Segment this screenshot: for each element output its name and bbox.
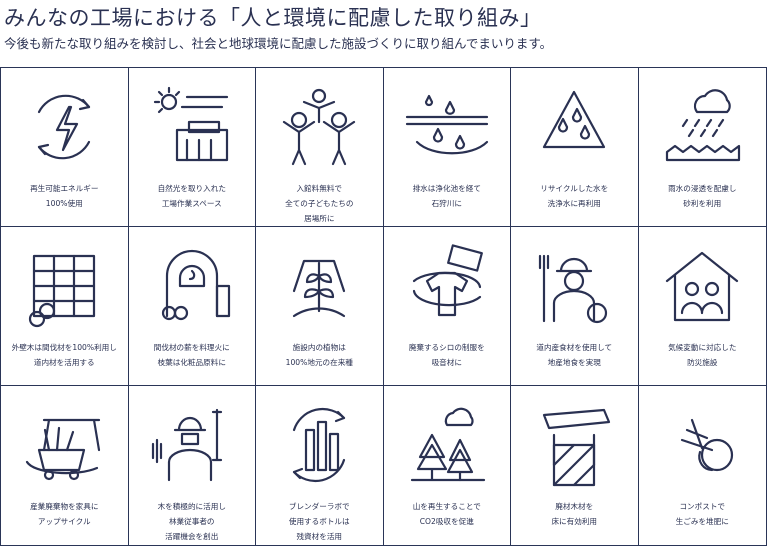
initiative-card: 外壁木は間伐材を100%利用し 道内材を活用する: [1, 227, 129, 386]
initiative-caption: 間伐材の薪を料理火に 枝葉は化粧品原料に: [153, 343, 230, 367]
initiative-caption: 自然光を取り入れた 工場作業スペース: [157, 184, 226, 208]
renewable-energy-icon: [38, 94, 91, 160]
disaster-shelter-icon: [666, 251, 739, 322]
initiative-caption: 産業廃棄物を家具に アップサイクル: [30, 502, 99, 526]
initiative-card: 雨水の浸透を配慮し 砂利を利用: [638, 68, 766, 227]
initiative-card: 廃材木材を 床に有効利用: [511, 386, 639, 545]
page-subtitle: 今後も新たな取り組みを検討し、社会と地球環境に配慮した施設づくりに取り組んでまい…: [4, 36, 553, 51]
firewood-oven-icon: [161, 249, 230, 321]
water-purification-icon: [405, 94, 488, 155]
initiative-caption: 再生可能エネルギー 100%使用: [30, 184, 99, 208]
initiative-card: 排水は浄化池を経て 石狩川に: [383, 68, 511, 227]
initiative-card: 入館料無料で 全ての子どもたちの 居場所に: [256, 68, 384, 227]
initiative-card: 施設内の植物は 100%地元の在来種: [256, 227, 384, 386]
initiative-caption: 外壁木は間伐材を100%利用し 道内材を活用する: [11, 343, 117, 367]
native-plant-icon: [293, 259, 346, 318]
initiative-caption: 雨水の浸透を配慮し 砂利を利用: [668, 184, 737, 208]
initiative-card: 気候変動に対応した 防災施設: [638, 227, 766, 386]
initiative-caption: リサイクルした水を 洗浄水に再利用: [540, 184, 609, 208]
initiative-card: 木を積極的に活用し 林業従事者の 活躍機会を創出: [129, 386, 256, 545]
sunlight-icon: [153, 86, 228, 162]
initiative-card: 道内産食材を使用して 地産地食を実現: [511, 227, 639, 386]
page-title: みんなの工場における「人と環境に配慮した取り組み」: [4, 6, 542, 30]
recycle-water-icon: [543, 90, 606, 149]
initiative-caption: 気候変動に対応した 防災施設: [668, 343, 737, 367]
initiative-card: 再生可能エネルギー 100%使用: [1, 68, 129, 227]
waste-wood-floor-icon: [543, 408, 611, 487]
initiative-card: 産業廃棄物を家具に アップサイクル: [1, 386, 129, 545]
timber-wall-icon: [29, 254, 96, 328]
local-farmer-icon: [539, 254, 608, 324]
initiative-card: 山を再生することで CO2吸収を促進: [384, 386, 511, 545]
initiative-card: 間伐材の薪を料理火に 枝葉は化粧品原料に: [128, 227, 256, 386]
initiative-caption: 木を積極的に活用し 林業従事者の 活躍機会を創出: [157, 502, 226, 541]
rain-gravel-icon: [666, 89, 741, 162]
initiative-caption: 山を再生することで CO2吸収を促進: [412, 502, 481, 526]
upcycle-furniture-icon: [26, 418, 101, 481]
uniform-recycle-icon: [412, 244, 483, 317]
initiative-card: 廃棄するシロの制服を 吸音材に: [383, 227, 511, 386]
initiative-card: リサイクルした水を 洗浄水に再利用: [511, 68, 639, 227]
initiative-caption: 施設内の植物は 100%地元の在来種: [285, 343, 353, 367]
initiative-caption: 道内産食材を使用して 地産地食を実現: [536, 343, 613, 367]
forest-co2-icon: [410, 407, 485, 482]
initiative-card: コンポストで 生ごみを堆肥に: [639, 386, 767, 545]
initiative-caption: 入館料無料で 全ての子どもたちの 居場所に: [285, 184, 354, 223]
initiatives-grid: 再生可能エネルギー 100%使用 自然光を取り入れた 工場作業スペース 入館料無料で…: [0, 67, 767, 546]
compost-icon: [681, 418, 734, 472]
forestry-worker-icon: [151, 408, 222, 482]
initiative-card: ブレンダーラボで 使用するボトルは 残資材を活用: [256, 386, 384, 545]
initiative-caption: 廃棄するシロの制服を 吸音材に: [408, 343, 485, 367]
initiative-caption: ブレンダーラボで 使用するボトルは 残資材を活用: [288, 502, 350, 541]
initiative-caption: コンポストで 生ごみを堆肥に: [675, 502, 729, 526]
initiative-caption: 廃材木材を 床に有効利用: [551, 502, 598, 526]
initiative-caption: 排水は浄化池を経て 石狩川に: [412, 184, 481, 208]
bottle-reuse-icon: [293, 407, 346, 483]
initiative-card: 自然光を取り入れた 工場作業スペース: [128, 68, 256, 227]
children-icon: [283, 88, 356, 166]
